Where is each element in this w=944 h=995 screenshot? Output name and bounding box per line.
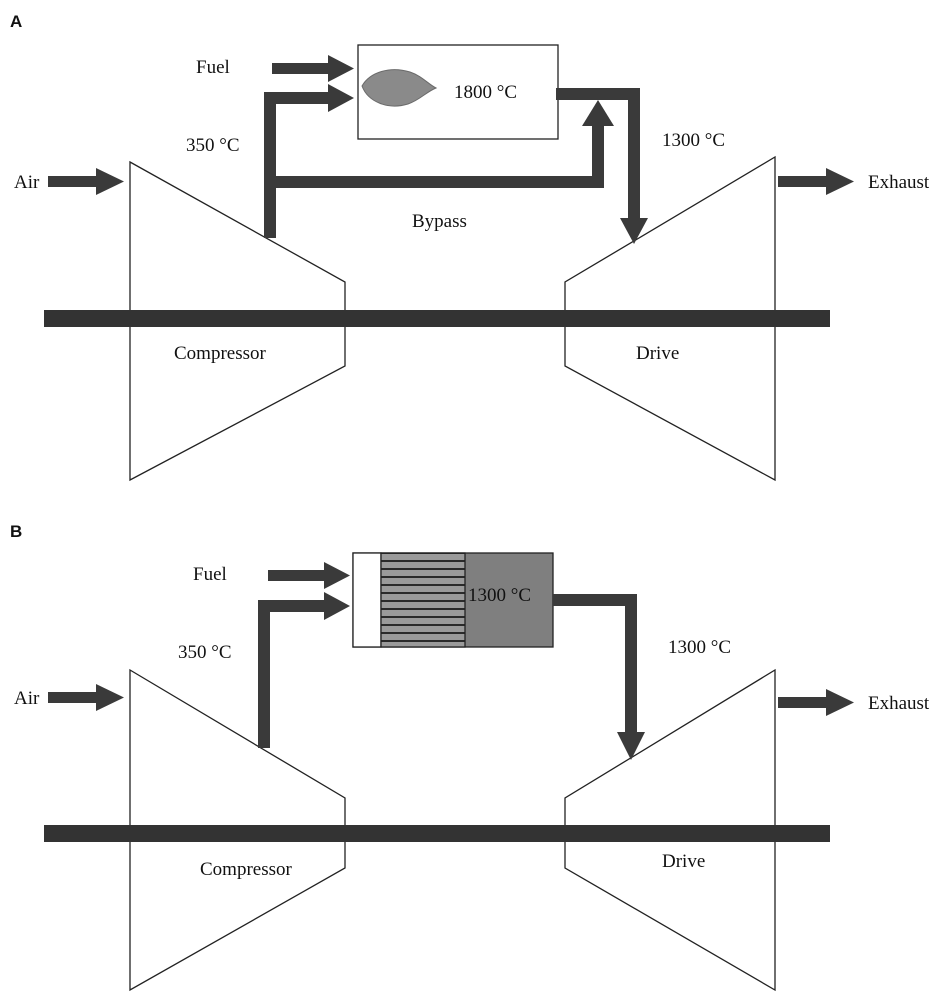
panel-a-air-line bbox=[264, 84, 354, 238]
panel-b-exhaust-label: Exhaust bbox=[868, 693, 930, 714]
panel-a-air-arrow bbox=[48, 168, 124, 195]
panel-b-graphics bbox=[44, 552, 854, 992]
panel-b-letter: B bbox=[10, 522, 23, 541]
panel-a-fuel-arrow bbox=[272, 55, 354, 82]
panel-a-shaft bbox=[44, 310, 830, 327]
panel-b-fuel-label: Fuel bbox=[193, 564, 227, 585]
panel-b-combustor bbox=[352, 552, 554, 648]
panel-b-air-line bbox=[258, 592, 350, 748]
panel-a-compressor-label: Compressor bbox=[174, 343, 266, 364]
panel-a-flame-icon bbox=[361, 69, 438, 107]
panel-b-hotgas-line bbox=[553, 594, 645, 760]
panel-b-turbine-inlet-temp: 1300 °C bbox=[668, 637, 732, 658]
panel-a-compressor-temp: 350 °C bbox=[186, 135, 240, 156]
panel-b-exhaust-arrow bbox=[778, 689, 854, 716]
panel-b-compressor-temp: 350 °C bbox=[178, 642, 232, 663]
panel-a-combustor-temp: 1800 °C bbox=[454, 82, 518, 103]
panel-a-bypass-line bbox=[264, 100, 614, 188]
panel-b-fuel-arrow bbox=[268, 562, 350, 589]
panel-a-drive-label: Drive bbox=[636, 343, 680, 364]
panel-b-combustor-temp: 1300 °C bbox=[468, 585, 532, 606]
panel-b-drive-label: Drive bbox=[662, 851, 706, 872]
panel-a-exhaust-arrow bbox=[778, 168, 854, 195]
panel-a-letter: A bbox=[10, 12, 23, 31]
panel-b-catalyst-monolith bbox=[380, 552, 466, 648]
panel-b-air-label: Air bbox=[14, 688, 40, 709]
panel-a-graphics bbox=[44, 44, 854, 482]
panel-a-hotgas-line bbox=[556, 88, 648, 244]
panel-b-shaft bbox=[44, 825, 830, 842]
panel-b-air-arrow bbox=[48, 684, 124, 711]
panel-a-bypass-label: Bypass bbox=[412, 211, 467, 232]
panel-b-compressor-label: Compressor bbox=[200, 859, 292, 880]
panel-a-fuel-label: Fuel bbox=[196, 57, 230, 78]
panel-a-exhaust-label: Exhaust bbox=[868, 172, 930, 193]
panel-a-turbine-inlet-temp: 1300 °C bbox=[662, 130, 726, 151]
panel-a-air-label: Air bbox=[14, 172, 40, 193]
